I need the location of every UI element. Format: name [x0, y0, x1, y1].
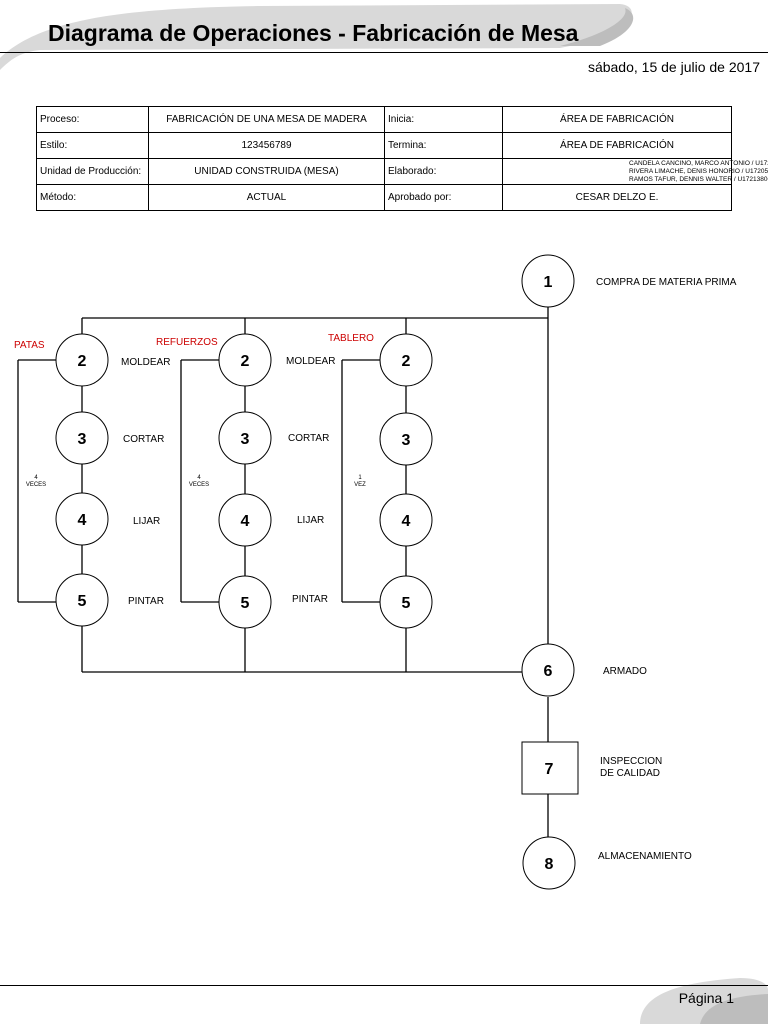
- proceso-value: FABRICACIÓN DE UNA MESA DE MADERA: [148, 106, 385, 133]
- step-number: 4: [402, 513, 411, 530]
- step-number: 8: [545, 856, 554, 873]
- step-number: 5: [241, 595, 250, 612]
- step-label: INSPECCION: [600, 756, 662, 767]
- step-number: 4: [241, 513, 250, 530]
- branch-patas: PATAS 4 VECES 2 MOLDEAR 3 CORTAR 4 LIJAR…: [14, 333, 170, 627]
- date-text: sábado, 15 de julio de 2017: [587, 59, 760, 75]
- page-title: Diagrama de Operaciones - Fabricación de…: [48, 20, 579, 46]
- header-rule: [0, 52, 768, 53]
- page-number: Página 1: [678, 990, 734, 1006]
- footer-rule: [0, 985, 768, 986]
- branch-tablero: TABLERO 1 VEZ 2 3 4 5: [328, 333, 433, 629]
- repeat-count: 4: [34, 475, 38, 481]
- step-number: 3: [402, 432, 411, 449]
- step-label: ARMADO: [603, 666, 647, 677]
- author-line: RAMOS TAFUR, DENNIS WALTER / U17213806: [629, 175, 768, 183]
- step-label: MOLDEAR: [121, 357, 170, 368]
- branch-name: TABLERO: [328, 333, 374, 344]
- inspection-square: [521, 741, 579, 795]
- proceso-label: Proceso:: [36, 106, 149, 133]
- operation-circle: [379, 493, 433, 547]
- step-label: LIJAR: [133, 516, 160, 527]
- branch-name: PATAS: [14, 340, 45, 351]
- branch-name: REFUERZOS: [156, 337, 218, 348]
- operation-circle: [379, 412, 433, 466]
- aprobado-value: CESAR DELZO E.: [502, 184, 732, 211]
- operation-circle: [218, 493, 272, 547]
- step-number: 2: [78, 353, 87, 370]
- connectors: [17, 306, 549, 838]
- process-info-table: Proceso: FABRICACIÓN DE UNA MESA DE MADE…: [36, 106, 768, 211]
- step-number: 6: [544, 663, 553, 680]
- operation-circle: [55, 573, 109, 627]
- author-line: CANDELA CANCINO, MARCO ANTONIO / U172138…: [629, 159, 768, 167]
- main-step-1: 1 COMPRA DE MATERIA PRIMA: [521, 254, 737, 308]
- step-number: 2: [402, 353, 411, 370]
- step-number: 4: [78, 512, 87, 529]
- step-number: 3: [241, 431, 250, 448]
- footer-swoosh: [640, 978, 768, 1024]
- repeat-unit: VEZ: [354, 482, 366, 488]
- step-label: CORTAR: [123, 434, 164, 445]
- step-label: DE CALIDAD: [600, 768, 660, 779]
- operation-circle: [218, 411, 272, 465]
- metodo-label: Método:: [36, 184, 149, 211]
- repeat-unit: VECES: [189, 482, 209, 488]
- repeat-unit: VECES: [26, 482, 46, 488]
- operations-diagram: 1 COMPRA DE MATERIA PRIMA 6 ARMADO 7 INS…: [14, 254, 737, 890]
- step-label: COMPRA DE MATERIA PRIMA: [596, 277, 737, 288]
- operation-circle: [521, 254, 575, 308]
- table-row: Método: ACTUAL Aprobado por: CESAR DELZO…: [36, 184, 732, 211]
- operation-circle: [55, 492, 109, 546]
- termina-label: Termina:: [384, 132, 503, 159]
- step-label: PINTAR: [128, 596, 164, 607]
- operation-circle: [55, 411, 109, 465]
- step-label: CORTAR: [288, 433, 329, 444]
- step-label: PINTAR: [292, 594, 328, 605]
- header-swoosh: [0, 4, 634, 70]
- step-label: LIJAR: [297, 515, 324, 526]
- estilo-label: Estilo:: [36, 132, 149, 159]
- operation-circle: [218, 575, 272, 629]
- table-row: Proceso: FABRICACIÓN DE UNA MESA DE MADE…: [36, 106, 732, 133]
- elaborado-value: CANDELA CANCINO, MARCO ANTONIO / U172138…: [502, 158, 768, 185]
- operation-circle: [522, 836, 576, 890]
- step-label: ALMACENAMIENTO: [598, 851, 692, 862]
- table-row: Unidad de Producción: UNIDAD CONSTRUIDA …: [36, 158, 768, 185]
- operation-circle: [55, 333, 109, 387]
- termina-value: ÁREA DE FABRICACIÓN: [502, 132, 732, 159]
- main-step-6: 6 ARMADO: [521, 643, 647, 697]
- step-number: 5: [78, 593, 87, 610]
- main-step-8: 8 ALMACENAMIENTO: [522, 836, 692, 890]
- repeat-count: 1: [358, 475, 362, 481]
- step-number: 3: [78, 431, 87, 448]
- main-step-7: 7 INSPECCION DE CALIDAD: [521, 741, 662, 795]
- aprobado-label: Aprobado por:: [384, 184, 503, 211]
- operation-circle: [218, 333, 272, 387]
- step-number: 1: [544, 274, 553, 291]
- step-number: 7: [545, 761, 554, 778]
- step-number: 2: [241, 353, 250, 370]
- step-label: MOLDEAR: [286, 356, 335, 367]
- operation-circle: [379, 575, 433, 629]
- operation-circle: [379, 333, 433, 387]
- operation-circle: [521, 643, 575, 697]
- metodo-value: ACTUAL: [148, 184, 385, 211]
- unidad-label: Unidad de Producción:: [36, 158, 149, 185]
- step-number: 5: [402, 595, 411, 612]
- author-line: RIVERA LIMACHE, DENIS HONORIO / U1720585…: [629, 167, 768, 175]
- repeat-count: 4: [197, 475, 201, 481]
- branch-refuerzos: REFUERZOS 4 VECES 2 MOLDEAR 3 CORTAR 4 L…: [156, 333, 335, 629]
